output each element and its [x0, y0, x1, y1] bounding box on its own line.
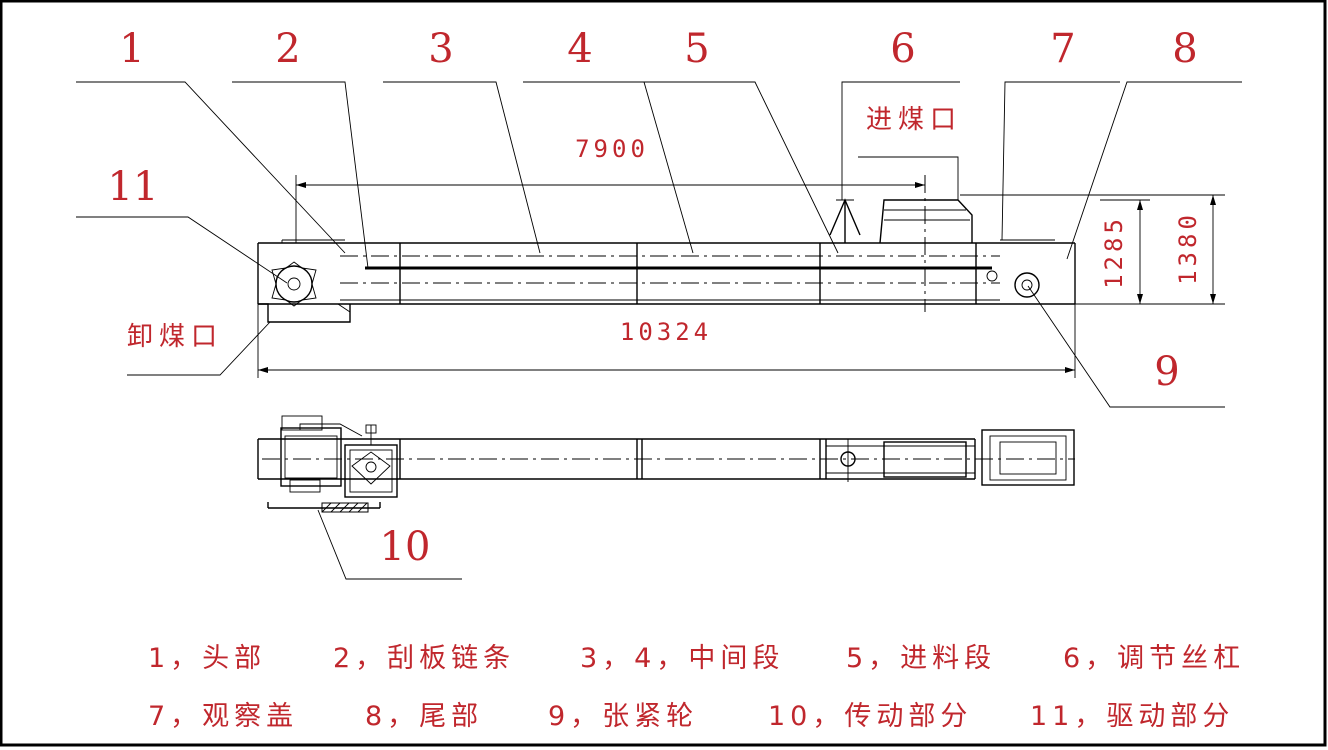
dim-total-length: 10324: [620, 318, 712, 346]
plan-view: [257, 415, 1075, 513]
legend-item-8: 8，尾部: [365, 701, 483, 732]
label-outlet: 卸煤口: [127, 322, 223, 352]
label-inlet: 进煤口: [866, 105, 962, 135]
callout-3: 3: [428, 26, 453, 72]
side-elevation: [257, 156, 1076, 323]
legend-item-9: 9，张紧轮: [548, 701, 698, 732]
dimension-lines: [257, 175, 1225, 378]
callout-9: 9: [1154, 349, 1179, 395]
legend-item-10: 10，传动部分: [768, 701, 972, 732]
dim-height-b: 1380: [1174, 211, 1202, 285]
callout-4: 4: [567, 26, 592, 72]
legend-item-6: 6，调节丝杠: [1063, 643, 1245, 674]
legend-item-3-4: 3，4，中间段: [580, 643, 784, 674]
callout-6: 6: [890, 26, 915, 72]
callout-11: 11: [108, 164, 159, 210]
legend-item-2: 2，刮板链条: [333, 643, 515, 674]
callout-10: 10: [380, 524, 431, 570]
legend-item-7: 7，观察盖: [148, 701, 298, 732]
legend: 1，头部 2，刮板链条 3，4，中间段 5，进料段 6，调节丝杠 7，观察盖 8…: [148, 643, 1245, 732]
legend-item-11: 11，驱动部分: [1030, 701, 1234, 732]
legend-item-5: 5，进料段: [846, 643, 996, 674]
dim-height-a: 1285: [1100, 215, 1128, 289]
legend-item-1: 1，头部: [148, 643, 266, 674]
leader-lines: [76, 81, 1242, 580]
callout-1: 1: [119, 26, 144, 72]
callout-2: 2: [275, 26, 300, 72]
callout-5: 5: [684, 26, 709, 72]
dim-span-inlet: 7900: [575, 135, 649, 163]
callout-8: 8: [1172, 26, 1197, 72]
callout-7: 7: [1050, 26, 1075, 72]
